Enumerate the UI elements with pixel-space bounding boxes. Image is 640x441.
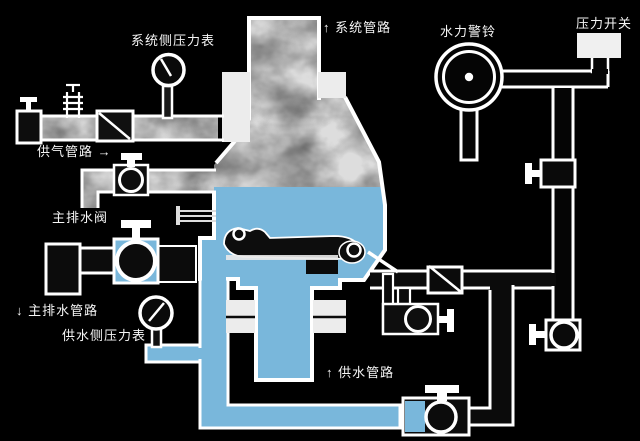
alarm-test-valve — [401, 385, 471, 437]
water-motor-gong — [434, 42, 504, 162]
label-supply-side-gauge: 供水侧压力表 — [62, 328, 147, 343]
system-side-pressure-gauge — [151, 52, 186, 120]
pressure-maintenance-valve — [63, 83, 83, 118]
pressure-switch — [577, 33, 621, 58]
clapper — [223, 227, 366, 264]
system-riser — [247, 16, 321, 100]
label-pressure-switch: 压力开关 — [576, 16, 633, 31]
alarm-shutoff-valve — [525, 158, 577, 189]
supply-bypass-pipe — [197, 276, 402, 430]
air-check-valve — [95, 109, 135, 143]
label-water-gong: 水力警铃 — [440, 24, 497, 39]
alarm-drain-valve — [381, 302, 454, 336]
intermediate-drain-valve — [112, 153, 150, 197]
alarm-line — [367, 250, 555, 295]
main-drain-valve — [112, 220, 160, 285]
clapper-hinge-left — [232, 227, 246, 241]
air-compressor — [15, 109, 43, 145]
alarm-device-piping — [500, 54, 610, 320]
drip-valve — [529, 318, 582, 352]
riser-flange-right — [318, 72, 346, 98]
label-main-drain-valve: 主排水阀 — [52, 210, 109, 225]
clapper-latch-pin — [176, 206, 216, 225]
riser-flange-left — [222, 72, 250, 142]
supply-column-flanges — [226, 300, 346, 333]
alarm-check-valve — [426, 265, 464, 295]
label-main-drain-pipe: ↓ 主排水管路 — [16, 303, 99, 318]
clapper-hinge-right — [346, 242, 362, 258]
main-drain-line — [44, 220, 197, 296]
alarm-drain-valve-assembly — [381, 272, 454, 336]
label-supply-pipe: ↑ 供水管路 — [326, 365, 395, 380]
label-system-pipe: ↑ 系统管路 — [323, 20, 392, 35]
alarm-test-line — [468, 285, 515, 427]
air-supply-line — [15, 83, 224, 145]
intermediate-drain-line — [80, 153, 216, 208]
supply-side-pressure-gauge — [138, 295, 174, 349]
label-air-supply-pipe: 供气管路 → — [37, 144, 112, 159]
label-system-side-gauge: 系统侧压力表 — [131, 33, 216, 48]
